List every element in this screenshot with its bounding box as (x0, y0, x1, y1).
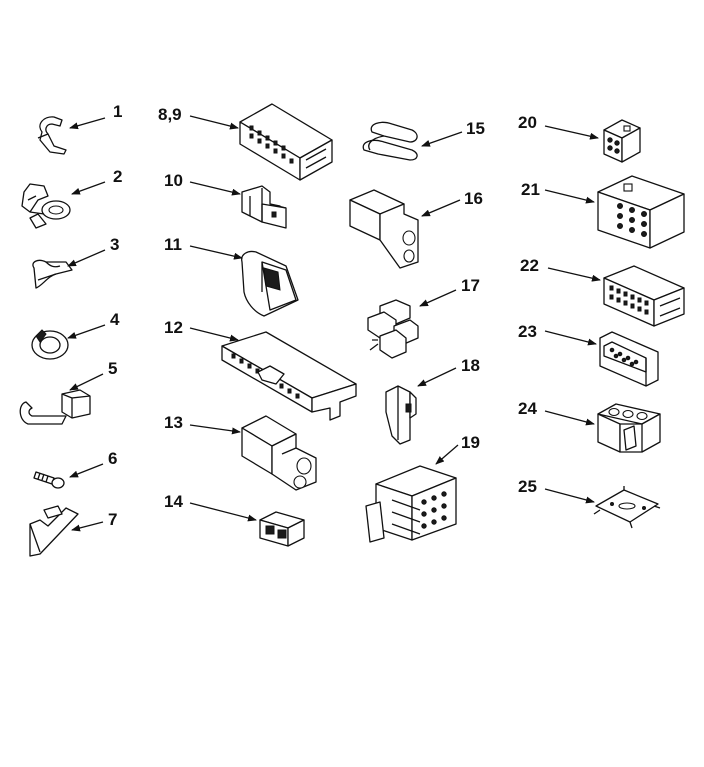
part-4-label: 4 (110, 310, 120, 329)
part-4-leader (67, 324, 106, 339)
part-22-label: 22 (520, 256, 539, 275)
part-16-label: 16 (464, 189, 483, 208)
part-18-leader (417, 367, 457, 387)
part-17-cross-drawing (367, 299, 419, 359)
part-5-label: 5 (108, 359, 117, 378)
part-22-leader (547, 267, 601, 282)
part-19-leader (435, 444, 459, 465)
part-3-label: 3 (110, 235, 119, 254)
part-21-leader (544, 189, 595, 204)
part-21-label: 21 (521, 180, 540, 199)
part-6-label: 6 (108, 449, 117, 468)
part-1-clip-drawing (37, 116, 67, 155)
part-18-clip-drawing (385, 385, 417, 445)
part-3-hook-drawing (32, 259, 73, 289)
part-23-label: 23 (518, 322, 537, 341)
part-20-label: 20 (518, 113, 537, 132)
part-5-strap-drawing (19, 389, 91, 425)
part-19-label: 19 (461, 433, 480, 452)
part-2-label: 2 (113, 167, 122, 186)
part-22-multipin-drawing (603, 265, 685, 327)
part-17-label: 17 (461, 276, 480, 295)
part-7-leader (71, 521, 104, 532)
part-1-leader (69, 117, 106, 130)
part-6-screw-drawing (33, 471, 65, 489)
part-8-9-leader (189, 115, 239, 130)
part-14-plug-drawing (259, 511, 305, 547)
part-11-label: 11 (164, 235, 182, 254)
part-7-strip-drawing (29, 505, 79, 557)
part-13-leader (189, 424, 241, 435)
part-14-leader (189, 502, 257, 522)
part-14-label: 14 (164, 492, 183, 511)
part-10-housing-drawing (241, 185, 287, 229)
part-12-label: 12 (164, 318, 183, 337)
part-10-label: 10 (164, 171, 183, 190)
part-10-leader (189, 181, 241, 196)
part-11-plug-drawing (241, 250, 299, 317)
part-23-dsub-drawing (599, 331, 659, 387)
part-23-leader (544, 330, 597, 346)
part-20-leader (544, 125, 599, 140)
part-13-label: 13 (164, 413, 183, 432)
part-3-leader (67, 249, 106, 267)
part-2-clamp-drawing (21, 183, 71, 229)
part-12-strip-drawing (221, 331, 357, 421)
part-24-housing-drawing (597, 403, 661, 453)
part-12-leader (189, 327, 239, 342)
part-25-leader (544, 488, 595, 504)
part-11-leader (189, 245, 243, 260)
part-8-9-label: 8,9 (158, 105, 182, 124)
part-16-block-drawing (349, 189, 419, 269)
part-19-multirow-drawing (365, 465, 457, 543)
part-18-label: 18 (461, 356, 480, 375)
part-7-label: 7 (108, 510, 117, 529)
part-8-9-connector-drawing (239, 103, 333, 181)
part-5-leader (69, 373, 104, 391)
part-20-block-drawing (603, 119, 641, 163)
part-15-leader (421, 131, 463, 147)
part-15-sleeve-drawing (362, 121, 418, 161)
part-25-label: 25 (518, 477, 537, 496)
part-13-housing-drawing (241, 415, 317, 491)
part-1-label: 1 (113, 102, 122, 121)
part-24-label: 24 (518, 399, 537, 418)
part-15-label: 15 (466, 119, 485, 138)
part-4-grommet-drawing (31, 329, 69, 360)
part-25-plate-drawing (593, 486, 661, 529)
part-2-leader (71, 181, 106, 195)
part-24-leader (544, 410, 595, 426)
part-6-leader (69, 463, 104, 478)
part-21-block-drawing (597, 175, 685, 249)
part-16-leader (421, 199, 461, 217)
part-17-leader (419, 289, 457, 307)
